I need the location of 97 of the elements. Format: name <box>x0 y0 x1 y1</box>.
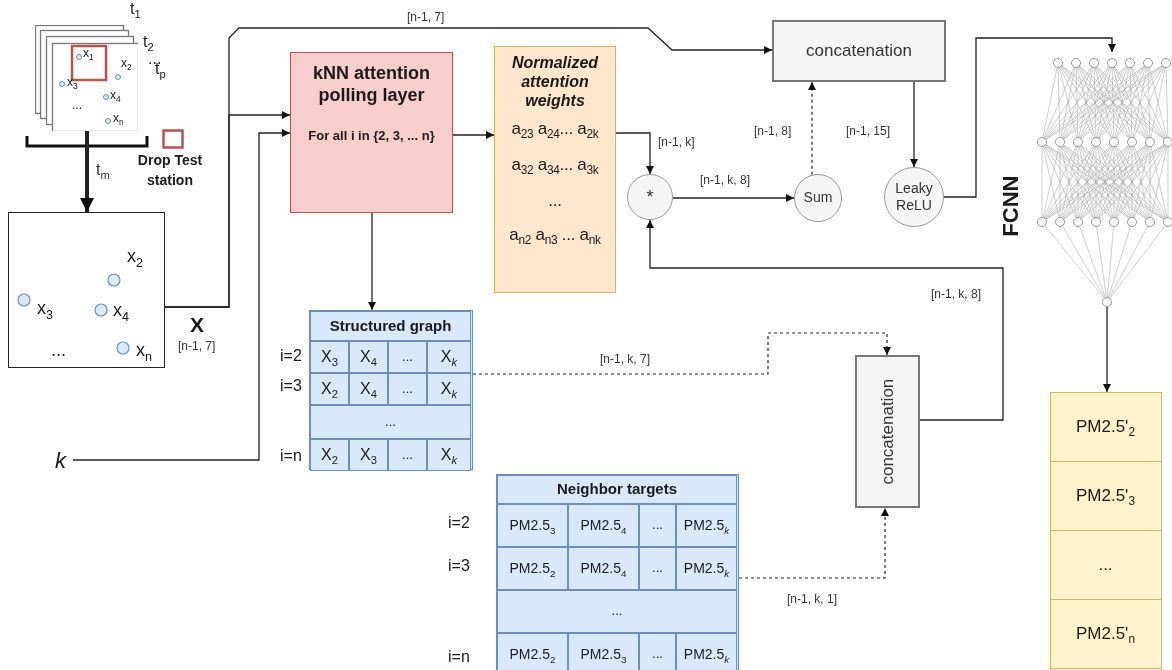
operator-circle <box>884 167 944 227</box>
table-cell: X$_{k}$ <box>427 341 471 373</box>
edge-label: [n-1, k, 8] <box>929 287 984 302</box>
node-label: * <box>645 185 655 209</box>
table <box>309 310 473 470</box>
table-cell: X$_{3}$ <box>349 439 388 471</box>
table-cell: ... <box>388 373 427 405</box>
station-map-panel <box>8 212 165 368</box>
table-cell: X$_{2}$ <box>310 439 349 471</box>
arrow <box>368 212 376 311</box>
variable-label: X <box>190 313 204 337</box>
table-cell: PM2.5$_{4}$ <box>568 547 639 590</box>
arrow <box>943 37 1116 198</box>
table-cell: ... <box>388 341 427 373</box>
table-cell: X$_{3}$ <box>310 341 349 373</box>
arrow <box>646 219 1004 421</box>
table-cell: PM2.5$_{2}$ <box>497 633 568 670</box>
timestep-label: t$_{1}$ <box>130 0 141 21</box>
node-label: concatenation <box>806 40 912 62</box>
table-cell: PM2.5$_{3}$ <box>568 633 639 670</box>
table-cell: PM2.5$_{2}$ <box>497 547 568 590</box>
weight-row: ... <box>548 191 562 212</box>
arrow <box>452 131 495 139</box>
table-cell: PM2.5$_{3}$ <box>497 504 568 547</box>
weight-row: a$_{32}$ a$_{34}$... a$_{3k}$ <box>511 154 599 178</box>
operator-circle <box>627 174 673 220</box>
table-cell: ... <box>639 504 676 547</box>
edge-label: [n-1, 8] <box>752 124 794 139</box>
edge-label: [n-1, k] <box>656 135 697 150</box>
station-label: x$_{1}$ <box>83 47 94 63</box>
station-label: ... <box>72 99 82 113</box>
node-label: concatenation <box>876 378 898 485</box>
station-label: x$_{4}$ <box>110 89 121 105</box>
table-cell: ... <box>497 590 737 633</box>
table-cell: ... <box>639 633 676 670</box>
row-label: i=2 <box>448 514 470 532</box>
edge-label: [n-1, k, 7] <box>598 352 653 367</box>
table-cell: PM2.5$_{k}$ <box>676 504 737 547</box>
arrow <box>1103 306 1111 393</box>
legend-text: Drop Test station <box>136 151 204 190</box>
table-cell: X$_{4}$ <box>349 373 388 405</box>
layer-note: For all i in {2, 3, ... n} <box>308 128 435 144</box>
edge-label: [n-1, k, 1] <box>785 592 840 607</box>
station-label: x$_{2}$ <box>121 57 132 73</box>
dashed-arrow <box>472 332 891 375</box>
layer-title: kNN attention polling layer <box>312 63 431 107</box>
concatenation-box <box>855 355 920 508</box>
row-label: i=n <box>448 648 470 666</box>
table-cell: PM2.5$_{4}$ <box>568 504 639 547</box>
row-label: i=2 <box>280 347 302 365</box>
table-header: Neighbor targets <box>497 475 737 504</box>
weights-box <box>494 46 616 293</box>
station-label: x$_{3}$ <box>67 76 78 92</box>
weight-row: a$_{23}$ a$_{24}$... a$_{2k}$ <box>511 118 599 141</box>
station-label: x$_{n}$ <box>113 112 124 128</box>
table-cell: ... <box>388 439 427 471</box>
row-label: i=3 <box>448 557 470 575</box>
node-label: Sum <box>802 189 834 207</box>
arrow <box>72 129 291 461</box>
table-cell: X$_{2}$ <box>310 373 349 405</box>
table-cell: X$_{k}$ <box>427 439 471 471</box>
operator-circle <box>794 174 842 222</box>
weight-row: a$_{n2}$ a$_{n3}$ ... a$_{nk}$ <box>509 225 601 248</box>
output-column <box>1050 392 1162 670</box>
table-cell: X$_{k}$ <box>427 373 471 405</box>
station-label: ... <box>51 341 66 361</box>
parameter-label: k <box>55 450 68 472</box>
node-label: Leaky ReLU <box>894 179 934 215</box>
concatenation-box <box>772 20 946 82</box>
timestep-label: [n-1, 7] <box>178 340 216 354</box>
edge-label: [n-1, 15] <box>844 124 893 139</box>
row-label: i=3 <box>280 377 302 395</box>
table-cell: ... <box>310 405 471 439</box>
table-cell: ... <box>639 547 676 590</box>
row-label: i=n <box>280 447 302 465</box>
station-label: x$_{2}$ <box>127 247 143 271</box>
timestep-label: t$_{2}$ <box>143 33 154 54</box>
layer-box <box>290 52 453 213</box>
arrow <box>615 132 654 175</box>
arrow <box>672 194 795 202</box>
edge-label: [n-1, 7] <box>405 10 447 25</box>
table-header: Structured graph <box>310 311 471 341</box>
station-label: x$_{4}$ <box>113 301 129 325</box>
network-title: FCNN <box>999 175 1024 237</box>
table-cell: PM2.5$_{k}$ <box>676 633 737 670</box>
box-title: Normalized attention weights <box>510 53 600 111</box>
station-label: x$_{3}$ <box>37 299 53 323</box>
table-cell: PM2.5$_{k}$ <box>676 547 737 590</box>
arrow <box>80 131 94 212</box>
station-label: x$_{n}$ <box>136 341 152 365</box>
table <box>496 474 739 670</box>
arrow <box>910 81 918 168</box>
dashed-arrow <box>738 507 889 579</box>
table-cell: X$_{4}$ <box>349 341 388 373</box>
edge-label: [n-1, k, 8] <box>698 173 753 188</box>
arrow <box>164 27 773 308</box>
dashed-arrow <box>808 81 816 176</box>
